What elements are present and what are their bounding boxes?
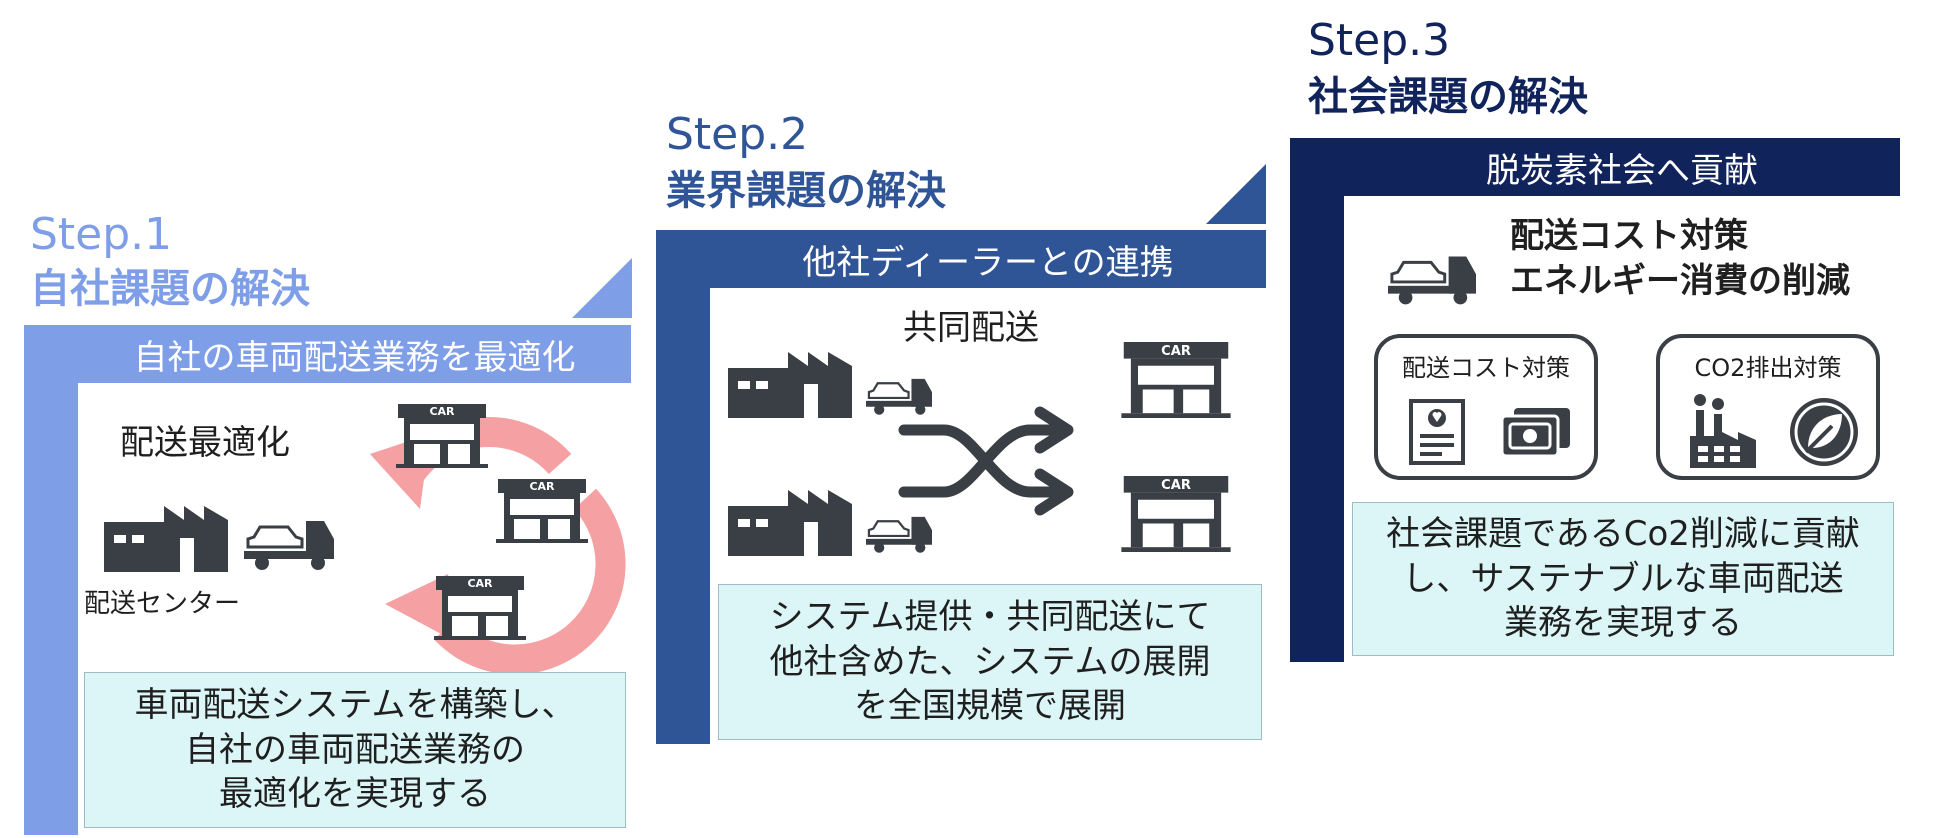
invoice-icon <box>1409 399 1465 465</box>
step2-subtitle: 業界課題の解決 <box>666 168 946 214</box>
step1-corner-triangle <box>572 258 632 318</box>
step1-band <box>24 325 631 383</box>
step1-info-line: 車両配送システムを構築し、 <box>134 684 576 725</box>
step3-info-line: 業務を実現する <box>1504 603 1742 644</box>
step1-subtitle: 自社課題の解決 <box>30 266 310 312</box>
step2-info-line: を全国規模で展開 <box>854 686 1126 727</box>
step3-subtitle: 社会課題の解決 <box>1308 74 1588 120</box>
step3-sidebar <box>1290 138 1344 662</box>
step3-headline: 配送コスト対策 エネルギー消費の削減 <box>1510 214 1850 304</box>
step1-optimize-label: 配送最適化 <box>120 423 290 463</box>
money-icon <box>1500 408 1570 458</box>
store-sign-text: CAR <box>1161 478 1191 493</box>
step1-info-line: 最適化を実現する <box>219 774 491 815</box>
step2-info-line: システム提供・共同配送にて <box>769 596 1211 637</box>
step3-title: Step.3 <box>1308 15 1451 66</box>
step1-title: Step.1 <box>30 209 173 260</box>
factory-icon <box>728 490 852 556</box>
step3-headline-line: 配送コスト対策 <box>1510 216 1748 256</box>
step3-band <box>1290 138 1900 196</box>
factory-icon <box>728 352 852 418</box>
car-dealer-store-icon: CAR <box>1121 342 1231 418</box>
factory-smoke-icon <box>1690 394 1756 468</box>
step1-band-text: 自社の車両配送業務を最適化 <box>133 338 576 378</box>
step3-co2-box: CO2排出対策 <box>1656 334 1880 480</box>
car-dealer-store-icon: CAR <box>434 576 526 640</box>
step3-headline-line: エネルギー消費の削減 <box>1510 260 1850 301</box>
step1-info-line: 自社の車両配送業務の <box>185 729 525 770</box>
step2-sidebar <box>656 230 710 744</box>
step3-info-line: 社会課題であるCo2削減に貢献 <box>1386 513 1860 554</box>
car-dealer-store-icon: CAR <box>1121 476 1231 552</box>
step2-title: Step.2 <box>666 109 809 160</box>
leaf-icon <box>1790 398 1858 466</box>
step2-info-line: 他社含めた、システムの展開 <box>769 641 1211 682</box>
step2-info-box: システム提供・共同配送にて 他社含めた、システムの展開 を全国規模で展開 <box>718 584 1262 740</box>
step3-cost-box-label: 配送コスト対策 <box>1402 354 1570 382</box>
factory-icon <box>104 506 228 572</box>
store-sign-text: CAR <box>467 577 493 590</box>
step2-band-text: 他社ディーラーとの連携 <box>802 243 1174 283</box>
step2-corner-triangle <box>1206 164 1266 224</box>
step1-center-label: 配送センター <box>84 589 241 619</box>
step1-sidebar <box>24 325 78 835</box>
truck-icon <box>244 521 334 570</box>
car-dealer-store-icon: CAR <box>396 404 488 468</box>
step3-band-text: 脱炭素社会へ貢献 <box>1486 151 1758 191</box>
store-sign-text: CAR <box>529 480 555 493</box>
step2-joint-label: 共同配送 <box>903 308 1039 348</box>
step3-info-line: し、サステナブルな車両配送 <box>1402 558 1844 599</box>
truck-icon <box>866 378 932 415</box>
step3-co2-box-label: CO2排出対策 <box>1694 354 1842 382</box>
step3-info-box: 社会課題であるCo2削減に貢献 し、サステナブルな車両配送 業務を実現する <box>1352 502 1894 656</box>
truck-icon <box>866 516 932 553</box>
step1-info-box: 車両配送システムを構築し、 自社の車両配送業務の 最適化を実現する <box>84 672 626 828</box>
truck-icon <box>1388 256 1476 305</box>
store-sign-text: CAR <box>429 405 455 418</box>
store-sign-text: CAR <box>1161 344 1191 359</box>
crossing-arrows-icon <box>898 406 1074 516</box>
step3-cost-box: 配送コスト対策 <box>1374 334 1598 480</box>
car-dealer-store-icon: CAR <box>496 479 588 543</box>
step2-band <box>656 230 1266 288</box>
